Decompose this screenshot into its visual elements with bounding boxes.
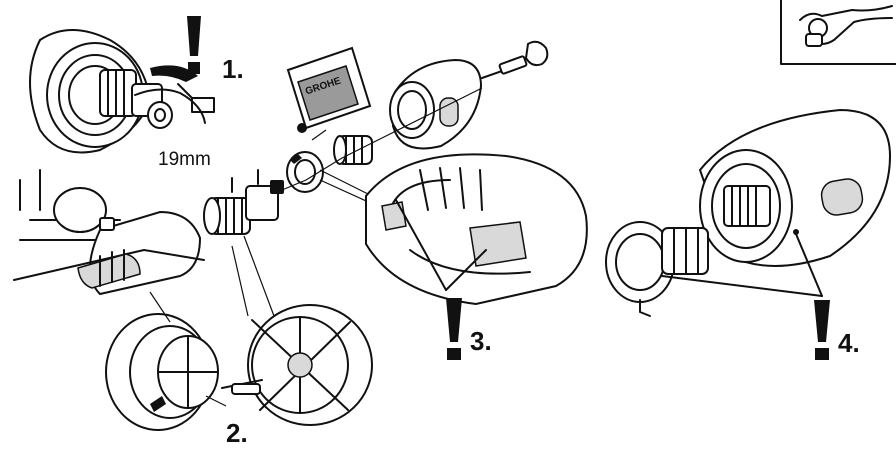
valve-housing-right xyxy=(221,304,373,426)
housing-leaders xyxy=(149,235,275,323)
wall-rosette xyxy=(29,29,215,154)
exclamation-icon-4 xyxy=(814,300,830,360)
step2-leaders xyxy=(205,395,227,407)
spline-adapter xyxy=(333,135,373,165)
exclamation-icon-3 xyxy=(446,298,462,360)
handle-closeup xyxy=(365,153,588,306)
dimension-label: 19mm xyxy=(158,149,211,170)
screw-and-cap xyxy=(481,40,549,79)
valve-housing-left xyxy=(105,313,219,431)
step3-leaders xyxy=(395,199,487,291)
wall-mount xyxy=(13,169,205,296)
step-label-2: 2. xyxy=(226,418,248,448)
inset-detail xyxy=(780,0,896,65)
ring-clip xyxy=(286,151,324,193)
grease-packet xyxy=(286,46,372,133)
handle-cap-small xyxy=(389,58,483,150)
step-label-3: 3. xyxy=(470,326,492,356)
exclamation-icon-1 xyxy=(187,16,201,74)
handle-large xyxy=(698,108,892,267)
cartridge xyxy=(203,169,284,235)
step4-adapter xyxy=(605,221,709,317)
step-label-1: 1. xyxy=(222,54,244,84)
step-label-4: 4. xyxy=(838,328,860,358)
step4-leaders xyxy=(661,233,823,297)
